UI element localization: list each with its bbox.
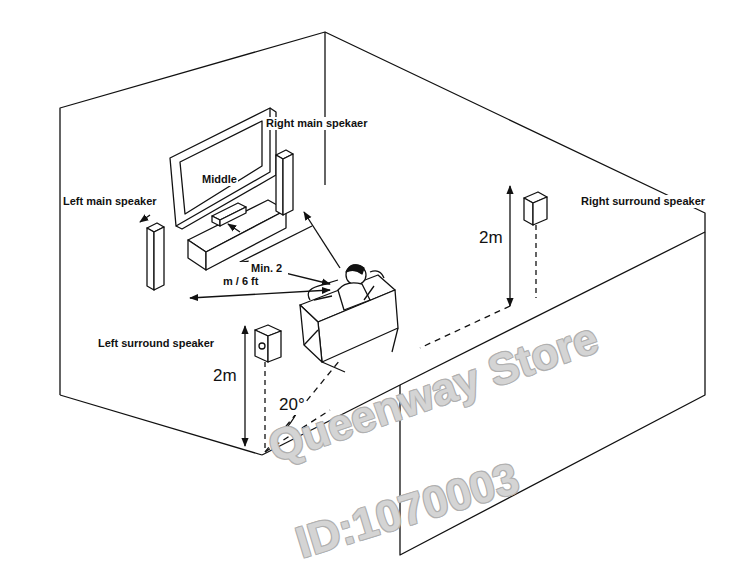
watermark: ID:1070003 <box>290 453 525 567</box>
listener-head <box>346 265 366 285</box>
center-speaker <box>212 216 220 226</box>
stand-line <box>264 362 265 452</box>
right-surround-speaker <box>524 198 533 225</box>
right-main-speaker <box>276 155 283 215</box>
right-surround-speaker <box>533 197 547 225</box>
listener-arm <box>314 286 374 300</box>
sofa-arm <box>370 271 384 278</box>
tv-screen <box>180 121 262 214</box>
dimension-label: 2m <box>478 228 504 248</box>
dimension-line <box>509 186 510 306</box>
left-surround-speaker <box>268 331 281 362</box>
sofa-leg <box>392 328 398 352</box>
listener-hair <box>346 265 364 274</box>
leader-line <box>140 215 150 222</box>
distance-arrow <box>304 212 340 268</box>
right-main-speaker <box>283 154 293 215</box>
leader-line <box>228 224 240 232</box>
tv-cabinet <box>188 240 206 270</box>
center-speaker <box>220 207 246 226</box>
sofa <box>300 305 322 362</box>
floor-edge <box>60 395 262 455</box>
left-main-speaker <box>147 228 154 290</box>
sofa-leg <box>304 330 318 345</box>
distance-arrow <box>240 226 312 262</box>
listener-body <box>338 283 370 310</box>
speaker-label: Right surround speaker <box>580 195 706 208</box>
sofa-leg <box>322 362 345 372</box>
left-surround-speaker <box>255 330 268 362</box>
speaker-label: Middle <box>201 173 238 186</box>
speaker-label: Left main speaker <box>62 195 158 208</box>
distance-arrow <box>190 290 330 298</box>
tv-cabinet <box>206 210 286 270</box>
dimension-line <box>244 326 245 446</box>
room-corner <box>324 32 325 185</box>
floor-guide <box>420 306 510 348</box>
room-outline <box>60 32 705 555</box>
dimension-label: 2m <box>212 366 238 386</box>
left-main-speaker <box>154 227 164 290</box>
dimension-label: Min. 2 m / 6 ft <box>222 262 288 287</box>
stand-line <box>535 225 536 298</box>
speaker-label: Left surround speaker <box>97 337 215 350</box>
driver <box>259 343 265 349</box>
speaker-label: Right main spekaer <box>265 117 368 130</box>
